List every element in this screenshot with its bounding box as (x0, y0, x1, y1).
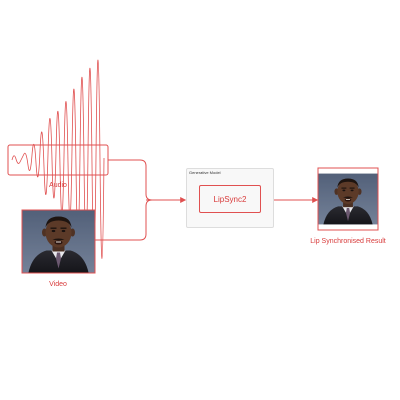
audio-waveform-icon (11, 59, 105, 259)
generative-model-box: Generative Model LipSync2 (186, 168, 274, 228)
presenter-portrait-image (318, 173, 378, 225)
presenter-portrait-image (22, 210, 95, 273)
result-output-node (317, 167, 379, 231)
lipsync-model-node: LipSync2 (199, 185, 261, 213)
video-input-node (21, 209, 96, 274)
audio-connector (108, 159, 153, 201)
audio-box (7, 144, 109, 176)
result-label: Lip Synchronised Result (310, 238, 386, 245)
video-connector (95, 199, 153, 241)
video-label: Video (49, 281, 67, 288)
lipsync-model-label: LipSync2 (213, 194, 247, 204)
audio-label: Audio (49, 182, 67, 189)
model-caption: Generative Model (189, 170, 221, 175)
